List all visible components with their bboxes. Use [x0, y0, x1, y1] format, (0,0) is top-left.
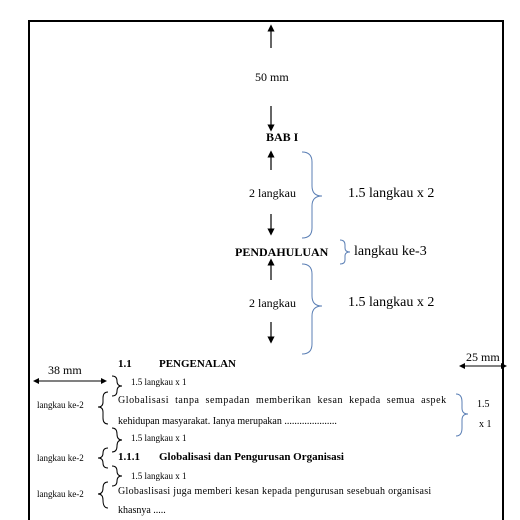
brace-subpara-left [97, 481, 109, 509]
gap1-brace [301, 151, 323, 239]
right-margin-label: 25 mm [466, 350, 500, 364]
subsection-title: Globalisasi dan Pengurusan Organisasi [159, 451, 344, 463]
top-margin-label: 50 mm [255, 70, 289, 84]
gap1-label: 2 langkau [249, 186, 296, 200]
brace-subsection-left [97, 447, 109, 469]
section-paragraph-line2: kehidupan masyarakat. Ianya merupakan ..… [118, 416, 337, 427]
title-brace [339, 239, 351, 265]
chapter-number: BAB I [266, 130, 299, 144]
subsection-para-line-rule: langkau ke-2 [37, 489, 84, 499]
brace-para-right [455, 393, 469, 437]
title-rule: langkau ke-3 [354, 244, 427, 259]
chapter-title: PENDAHULUAN [235, 245, 329, 259]
page-frame [28, 20, 504, 520]
subsection-heading-spacing: 1.5 langkau x 1 [131, 471, 187, 481]
brace-para-left [97, 391, 109, 425]
section-paragraph-line1: Globalisasi tanpa sempadan memberikan ke… [118, 395, 447, 406]
subsection-paragraph-line2: khasnya ..... [118, 505, 166, 516]
section-title: PENGENALAN [159, 358, 237, 370]
section-heading-spacing: 1.5 langkau x 1 [131, 377, 187, 387]
para-spacing-num: 1.5 [477, 399, 490, 410]
gap1-rule: 1.5 langkau x 2 [348, 186, 435, 201]
gap2-brace [301, 263, 323, 355]
section-number: 1.1 [118, 358, 132, 370]
gap2-label: 2 langkau [249, 296, 296, 310]
gap2-rule: 1.5 langkau x 2 [348, 295, 435, 310]
para-spacing-mult: x 1 [479, 419, 492, 430]
subsection-line-rule: langkau ke-2 [37, 453, 84, 463]
subsection-number: 1.1.1 [118, 451, 140, 463]
brace-section-heading [111, 375, 123, 397]
subsection-paragraph-line1: Globaslisasi juga memberi kesan kepada p… [118, 486, 432, 497]
section-para-spacing: 1.5 langkau x 1 [131, 433, 187, 443]
brace-after-subheading [111, 465, 123, 487]
brace-after-para [111, 427, 123, 453]
section-line-rule: langkau ke-2 [37, 400, 84, 410]
left-margin-label: 38 mm [48, 363, 82, 377]
